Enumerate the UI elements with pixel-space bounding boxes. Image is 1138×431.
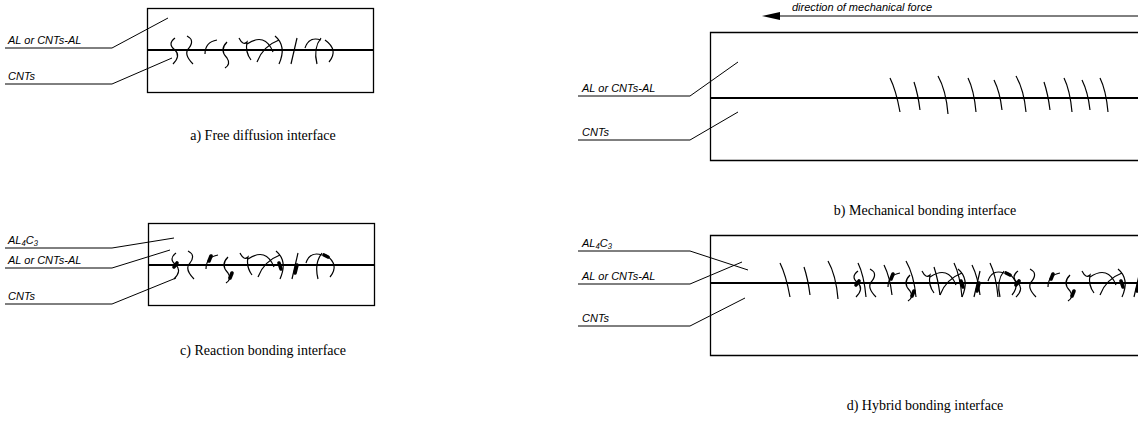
part-label: AL₄C₃ xyxy=(582,237,612,250)
panel-caption: b) Mechanical bonding interface xyxy=(834,203,1016,219)
part-label: AL or CNTs-AL xyxy=(582,270,655,283)
part-label: AL₄C₃ xyxy=(8,234,38,247)
part-label: AL or CNTs-AL xyxy=(8,34,81,47)
panel-caption: d) Hybrid bonding interface xyxy=(847,398,1004,414)
part-label: CNTs xyxy=(582,312,609,325)
part-label: CNTs xyxy=(582,126,609,139)
part-label: CNTs xyxy=(8,70,35,83)
part-label: AL or CNTs-AL xyxy=(8,254,81,267)
panel-caption: a) Free diffusion interface xyxy=(190,128,336,144)
force-label: direction of mechanical force xyxy=(792,1,932,14)
part-label: AL or CNTs-AL xyxy=(582,82,655,95)
panel-caption: c) Reaction bonding interface xyxy=(180,343,346,359)
part-label: CNTs xyxy=(8,290,35,303)
